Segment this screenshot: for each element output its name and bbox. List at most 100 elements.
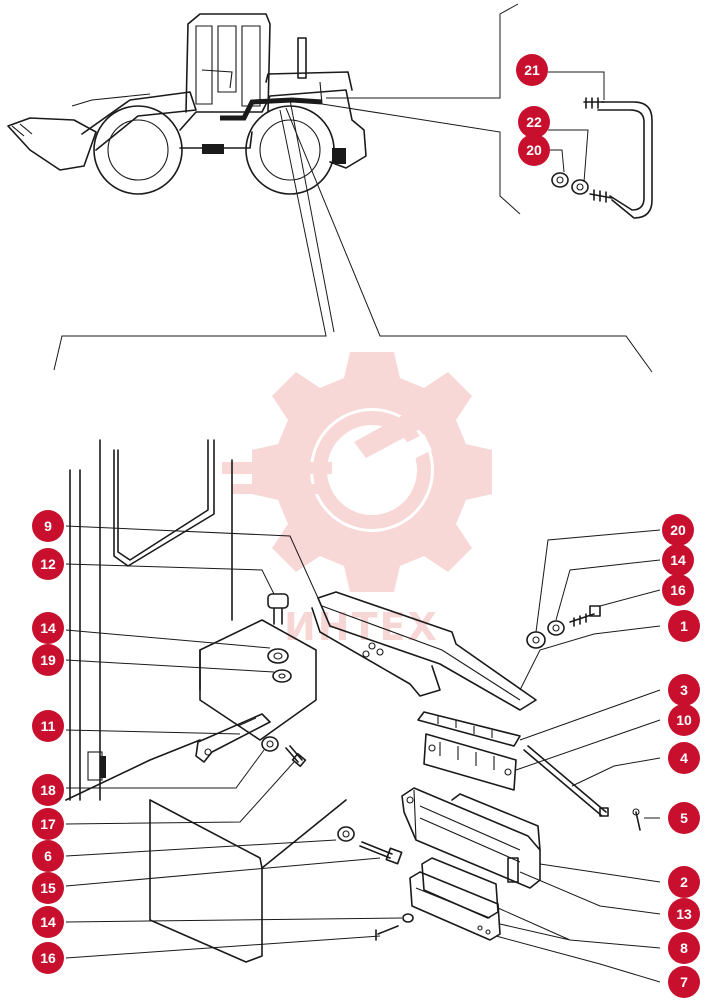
callout-17: 17	[32, 808, 64, 840]
callout-21: 21	[516, 54, 548, 86]
callout-20: 20	[518, 134, 550, 166]
callout-circle	[518, 106, 550, 138]
callout-label: 11	[41, 718, 56, 734]
callout-label: 19	[40, 652, 56, 668]
part-9-tray	[311, 591, 537, 711]
callout-circle	[32, 612, 64, 644]
callout-circle	[668, 966, 700, 998]
callout-circle	[662, 514, 694, 546]
part-5-pin	[632, 808, 641, 831]
callout-label: 15	[40, 880, 56, 896]
u-bolt-assembly	[551, 97, 653, 219]
body-section	[65, 439, 347, 963]
part-4-rod	[523, 745, 609, 817]
callout-label: 9	[44, 518, 52, 534]
callout-label: 22	[526, 114, 542, 130]
watermark-text: ИНТЕХ	[284, 605, 439, 649]
callout-4: 4	[668, 742, 700, 774]
callout-circle	[668, 610, 700, 642]
part-11-bracket	[195, 713, 271, 763]
loader-illustration	[7, 13, 367, 195]
callout-8: 8	[668, 932, 700, 964]
callout-label: 5	[680, 810, 688, 826]
callout-circle	[668, 802, 700, 834]
callout-label: 6	[44, 848, 52, 864]
callout-label: 13	[676, 906, 692, 922]
callout-9: 9	[32, 510, 64, 542]
callout-14: 14	[32, 906, 64, 938]
callout-label: 14	[670, 552, 686, 568]
callout-1: 1	[668, 610, 700, 642]
callout-circle	[32, 644, 64, 676]
callout-circle	[518, 134, 550, 166]
callout-circle	[32, 774, 64, 806]
callout-6: 6	[32, 840, 64, 872]
callout-label: 14	[40, 914, 56, 930]
callout-11: 11	[32, 710, 64, 742]
callout-circle	[32, 872, 64, 904]
callout-20: 20	[662, 514, 694, 546]
part-10-plate	[423, 733, 517, 791]
callout-circle	[32, 710, 64, 742]
callout-label: 21	[524, 62, 540, 78]
callout-group: 2122209121419111817615141620141613104521…	[32, 54, 700, 998]
watermark-logo: ИНТЕХ	[222, 352, 492, 649]
leader-lines	[65, 71, 661, 983]
part-2-box	[401, 787, 541, 889]
callout-14: 14	[32, 612, 64, 644]
callout-circle	[668, 932, 700, 964]
callout-19: 19	[32, 644, 64, 676]
callout-label: 12	[40, 556, 56, 572]
callout-7: 7	[668, 966, 700, 998]
callout-13: 13	[668, 898, 700, 930]
callout-circle	[668, 674, 700, 706]
callout-circle	[668, 704, 700, 736]
callout-circle	[32, 906, 64, 938]
callout-label: 16	[40, 950, 56, 966]
callout-2: 2	[668, 866, 700, 898]
parts-12-14-19	[267, 593, 292, 683]
callout-circle	[32, 510, 64, 542]
detail-frame-top	[53, 3, 653, 373]
callout-label: 18	[40, 782, 56, 798]
part-3-rail	[417, 711, 521, 747]
callout-circle	[662, 544, 694, 576]
callout-label: 8	[680, 940, 688, 956]
callout-16: 16	[662, 574, 694, 606]
callout-circle	[32, 942, 64, 974]
callout-label: 4	[680, 750, 688, 766]
callout-circle	[32, 548, 64, 580]
callout-circle	[668, 866, 700, 898]
callout-label: 20	[670, 522, 686, 538]
callout-18: 18	[32, 774, 64, 806]
callout-circle	[516, 54, 548, 86]
callout-15: 15	[32, 872, 64, 904]
callout-label: 10	[676, 712, 692, 728]
callout-22: 22	[518, 106, 550, 138]
callout-circle	[668, 898, 700, 930]
callout-12: 12	[32, 548, 64, 580]
callout-label: 3	[680, 682, 688, 698]
callout-5: 5	[668, 802, 700, 834]
callout-circle	[662, 574, 694, 606]
callout-3: 3	[668, 674, 700, 706]
callout-14: 14	[662, 544, 694, 576]
callout-label: 17	[40, 816, 56, 832]
callout-label: 7	[680, 974, 688, 990]
parts-6-15-14-16-lower	[337, 826, 414, 941]
callout-label: 20	[526, 142, 542, 158]
part-8-7-plates	[409, 857, 501, 941]
parts-17-18	[261, 736, 307, 768]
callout-circle	[668, 742, 700, 774]
callout-label: 1	[680, 618, 688, 634]
parts-20-14-16-right	[526, 605, 601, 649]
callout-label: 14	[40, 620, 56, 636]
callout-16: 16	[32, 942, 64, 974]
callout-10: 10	[668, 704, 700, 736]
callout-circle	[32, 808, 64, 840]
callout-label: 2	[680, 874, 688, 890]
callout-label: 16	[670, 582, 686, 598]
callout-circle	[32, 840, 64, 872]
